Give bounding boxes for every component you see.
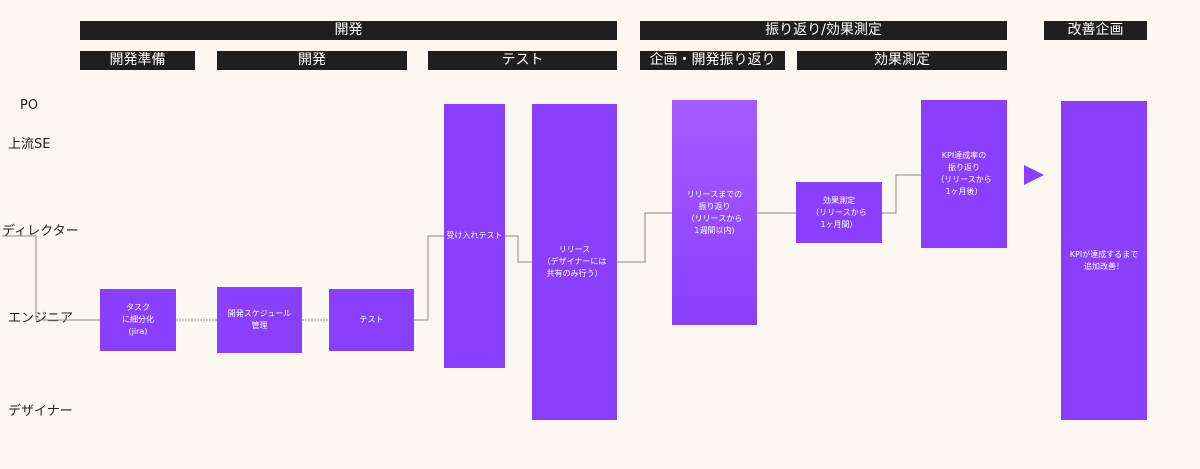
acceptance-test-box: 受け入れテスト [444,104,505,368]
release-box: リリース （デザイナーには 共有のみ行う） [532,104,617,420]
subphase-header-plan-review: 企画・開発振り返り [640,51,785,70]
role-label-director: ディレクター [2,224,79,239]
flow-arrow-icon [1024,165,1044,185]
kpi-review-box: KPI達成率の 振り返り （リリースから 1ヶ月後） [921,100,1007,248]
phase-header-dev: 開発 [80,21,617,40]
connector-director-to-engineer [2,235,100,321]
improvement-box: KPIが達成するまで 追加改善！ [1061,101,1147,420]
connector-measure-to-kpi [882,174,921,214]
dev-schedule-box: 開発スケジュール 管理 [217,287,302,353]
role-label-po: PO [20,98,39,113]
subphase-header-measure: 効果測定 [797,51,1007,70]
role-label-designer: デザイナー [8,404,73,419]
connector-acceptance-to-release [505,235,532,263]
subphase-header-test: テスト [428,51,617,70]
phase-header-review: 振り返り/効果測定 [640,21,1007,40]
release-review-box: リリースまでの 振り返り （リリースから 1週間以内) [672,100,757,325]
test-box: テスト [329,289,414,351]
connector-test-to-acceptance [414,235,444,321]
task-breakdown-box: タスク に細分化 (jira) [100,289,176,351]
subphase-header-prep: 開発準備 [80,51,195,70]
connector-release-to-review [617,212,672,263]
effect-measure-box: 効果測定 （リリースから 1ヶ月間） [796,182,882,243]
phase-header-improve: 改善企画 [1044,21,1147,40]
role-label-engineer: エンジニア [8,311,74,326]
role-label-se: 上流SE [8,137,51,152]
subphase-header-dev: 開発 [217,51,407,70]
